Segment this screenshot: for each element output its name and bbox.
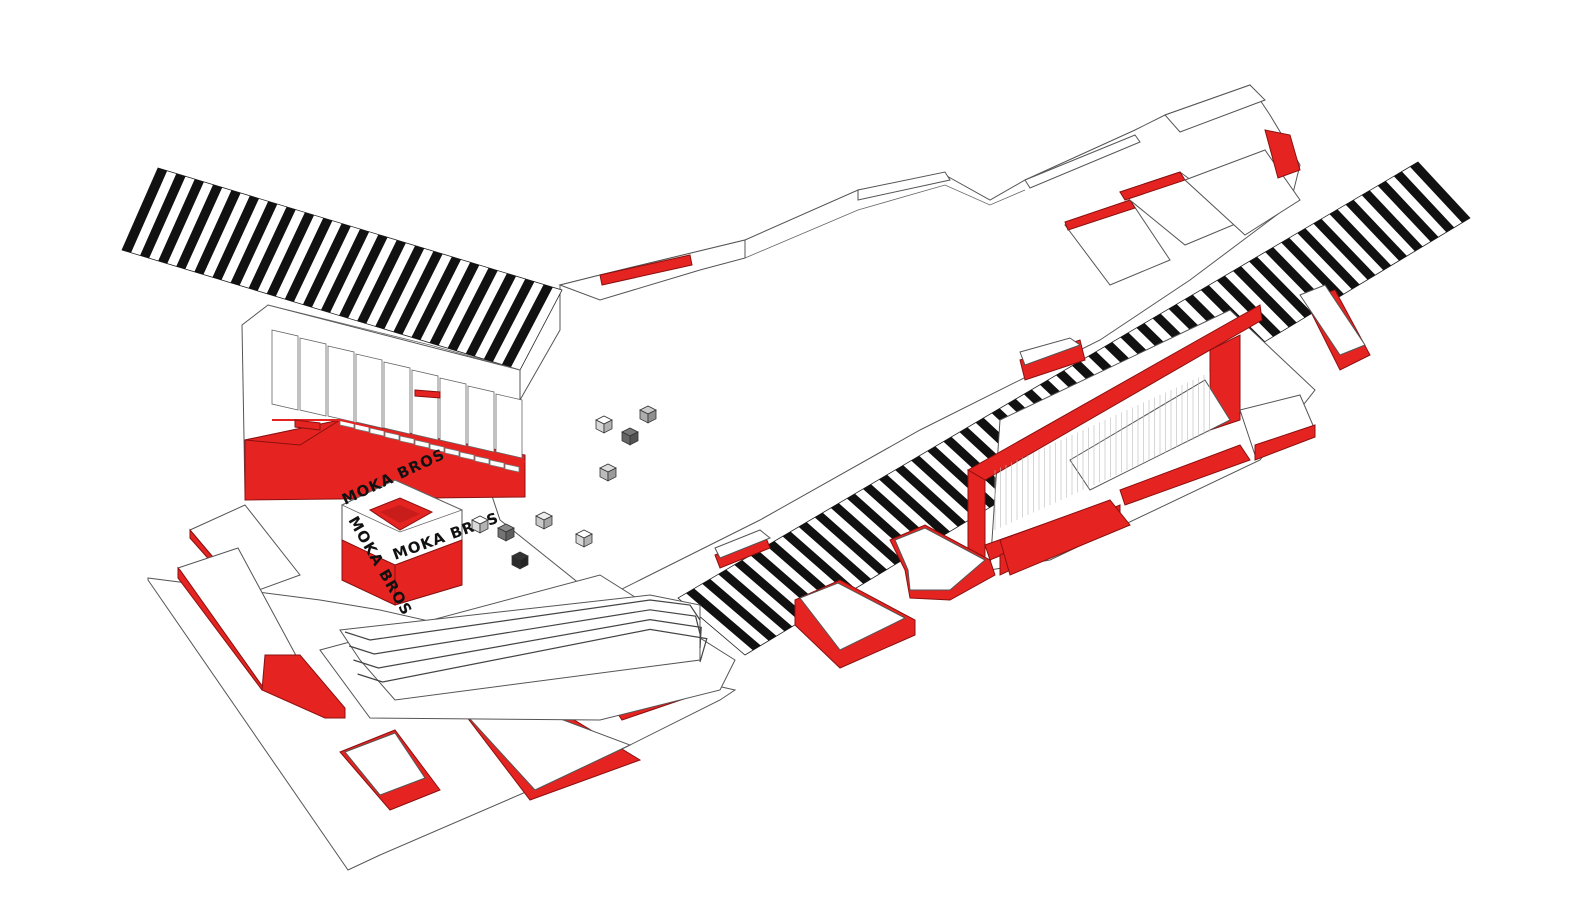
stair-tread [444, 447, 460, 457]
cube-side [603, 419, 613, 434]
crosswalk-upper-left [121, 167, 563, 371]
crosswalk-stripe [798, 522, 872, 584]
escalators [319, 574, 736, 721]
crosswalk-stripe [766, 541, 840, 603]
stair-step [299, 337, 327, 417]
crosswalk-stripe [248, 206, 296, 291]
stair-steps [271, 329, 523, 473]
crosswalk-stripe [465, 273, 517, 357]
crosswalk-stripe [266, 212, 315, 297]
cube-side [607, 467, 617, 482]
stair-tread [504, 463, 520, 473]
cube-side [505, 527, 515, 542]
escalator-handrail [353, 618, 702, 669]
right-blocks [714, 129, 1371, 569]
crosswalk-stripe [1216, 275, 1281, 337]
stair-tread [399, 435, 415, 445]
escalator-handrail [349, 609, 701, 655]
cube-side [583, 533, 593, 548]
crosswalk-stripe [1409, 162, 1470, 223]
crosswalk-stripe [1361, 190, 1423, 252]
crosswalk-stripe [212, 195, 259, 280]
crosswalk-stripe [895, 465, 966, 527]
crosswalk-stripe [1297, 228, 1360, 290]
escalator-handrail [344, 599, 701, 641]
crosswalk-stripe [357, 240, 406, 324]
crosswalk-stripe [501, 284, 553, 368]
crosswalk-stripe [176, 184, 223, 270]
escalator-handrail [357, 628, 708, 683]
crosswalk-stripe [483, 278, 535, 362]
crosswalk-stripe [782, 531, 856, 594]
lower-right-blocks [794, 499, 1131, 669]
grand-staircase [241, 304, 526, 501]
cube-side [543, 515, 553, 530]
crosswalk-stripe [393, 251, 443, 335]
cube-side [479, 519, 489, 534]
stair-tread [459, 451, 475, 461]
cube-side [647, 409, 657, 424]
crosswalk-stripe [734, 560, 809, 622]
crosswalk-stripe [122, 168, 168, 253]
crosswalk-stripe [1281, 237, 1344, 299]
crosswalk-stripe [321, 229, 370, 313]
crosswalk-stripe [302, 223, 351, 308]
stair-step [439, 377, 467, 447]
cube-side [629, 431, 639, 446]
stair-step [327, 345, 355, 423]
crosswalk-stripe [830, 503, 903, 565]
stair-step [383, 361, 411, 435]
stair-step [355, 353, 383, 429]
stair-tread [384, 431, 400, 441]
stair-step [411, 369, 439, 441]
stair-step [495, 393, 523, 459]
crosswalk-stripe [375, 245, 425, 330]
crosswalk-stripe [1393, 171, 1455, 233]
stair-tread [369, 427, 385, 437]
crosswalk-stripe [284, 217, 333, 302]
crosswalk-stripe [194, 190, 241, 275]
crosswalk-stripe [429, 262, 480, 346]
crosswalk-stripe [339, 234, 388, 319]
stair-step [271, 329, 299, 411]
crosswalk-stripe [911, 455, 982, 518]
crosswalk-stripe [1345, 199, 1407, 261]
stair-tread [429, 443, 445, 453]
crosswalk-stripe [230, 201, 278, 286]
stair-step [467, 385, 495, 453]
cube-side [519, 555, 529, 570]
crosswalk-stripe [447, 267, 498, 351]
crosswalk-stripe [1377, 180, 1439, 242]
crosswalk-stripe [1313, 218, 1376, 280]
crosswalk-stripe [411, 256, 461, 340]
stair-tread [414, 439, 430, 449]
crosswalk-stripe [1329, 209, 1392, 271]
crosswalk-stripe [702, 579, 777, 641]
crosswalk-stripe [718, 569, 793, 632]
crosswalk-stripe [814, 512, 887, 575]
seating-cubes [471, 405, 657, 570]
crosswalk-stripe [158, 179, 204, 264]
crosswalk-stripe [879, 474, 950, 537]
crosswalk-stripe [686, 588, 761, 651]
stair-tread [489, 459, 505, 469]
crosswalk-stripe [1249, 256, 1313, 318]
crosswalk-stripe [1233, 266, 1297, 328]
crosswalk-stripe [140, 173, 186, 259]
stair-tread [474, 455, 490, 465]
